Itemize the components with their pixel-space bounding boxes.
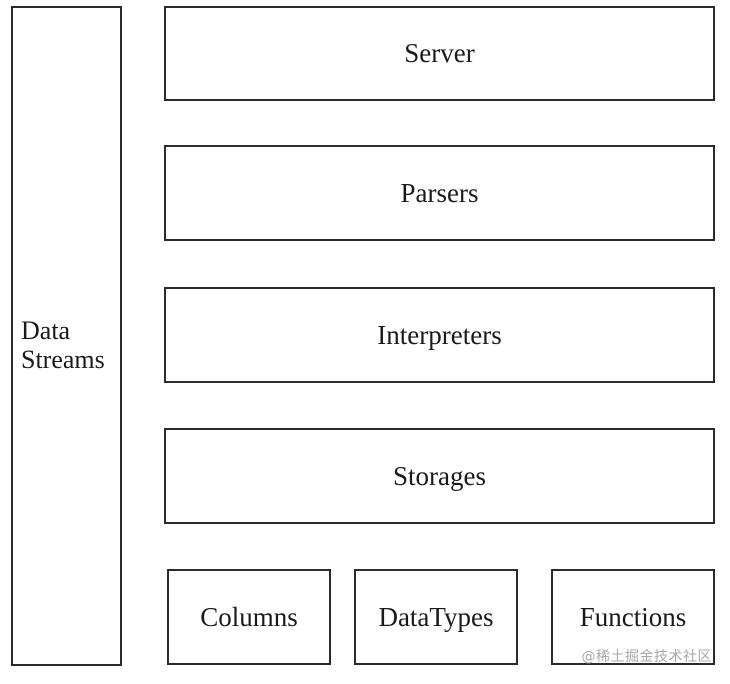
watermark: @稀土掘金技术社区 bbox=[581, 649, 712, 665]
server-block: Server bbox=[164, 6, 715, 101]
parsers-block: Parsers bbox=[164, 145, 715, 241]
data-streams-label: Data Streams bbox=[13, 316, 105, 374]
data-streams-label-line2: Streams bbox=[21, 345, 105, 374]
data-streams-block: Data Streams bbox=[11, 6, 122, 666]
data-streams-label-line1: Data bbox=[21, 316, 71, 345]
datatypes-block: DataTypes bbox=[354, 569, 518, 665]
datatypes-label: DataTypes bbox=[378, 601, 494, 632]
functions-block: Functions bbox=[551, 569, 715, 665]
interpreters-label: Interpreters bbox=[377, 319, 502, 350]
interpreters-block: Interpreters bbox=[164, 287, 715, 383]
columns-block: Columns bbox=[167, 569, 331, 665]
columns-label: Columns bbox=[200, 601, 298, 632]
storages-block: Storages bbox=[164, 428, 715, 524]
functions-label: Functions bbox=[579, 601, 687, 632]
storages-label: Storages bbox=[393, 460, 486, 491]
server-label: Server bbox=[404, 38, 475, 68]
parsers-label: Parsers bbox=[400, 177, 479, 208]
